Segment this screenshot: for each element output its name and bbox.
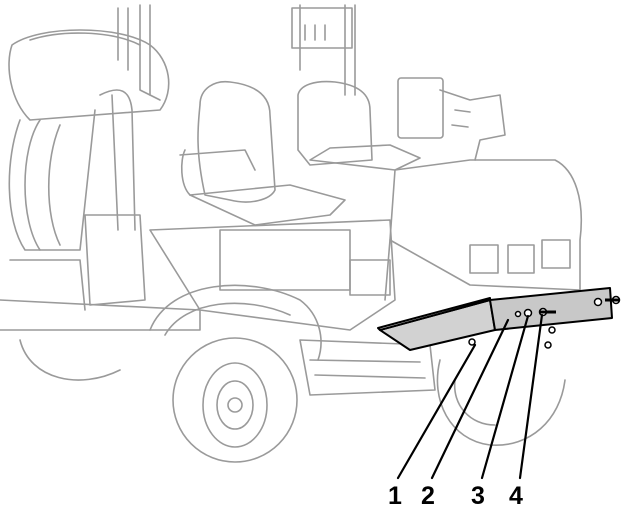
rear-wheel [172,337,298,463]
bracket-top [377,297,491,331]
front-wheel [436,359,566,446]
rear-fender [149,284,322,361]
callout-1: 1 [388,482,402,510]
leader-line-4 [518,313,544,480]
leader-lines [396,313,544,480]
seat-left [179,80,346,226]
callout-3: 3 [471,482,485,510]
vehicle-line-art [0,4,583,463]
undercarriage [299,339,436,396]
left-wheel-outline [19,339,121,381]
callout-4: 4 [509,482,523,510]
callout-2: 2 [421,482,435,510]
bracket-front [489,287,613,331]
control-panel [397,77,506,161]
tank [8,29,170,251]
leader-line-1 [396,343,477,480]
chassis [0,214,396,331]
leader-line-2 [430,318,510,480]
bracket-assembly [377,287,621,351]
seat-right [297,80,421,171]
roll-bar [99,4,356,231]
leader-line-3 [480,314,530,480]
body-hood [384,159,583,301]
